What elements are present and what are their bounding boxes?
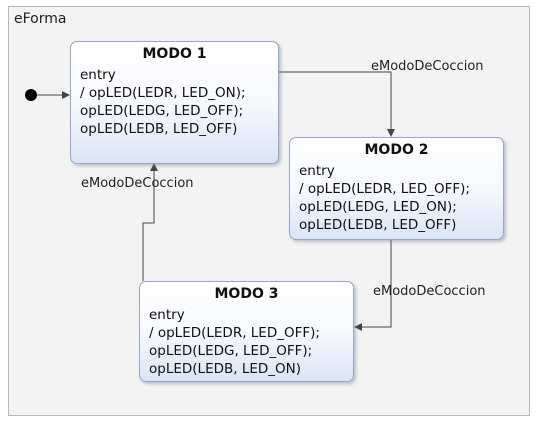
transition-modo3-to-modo1 — [142, 163, 158, 281]
entry-line: opLED(LEDG, LED_ON); — [299, 199, 457, 215]
state-modo-3[interactable]: MODO 3 entry / opLED(LEDR, LED_OFF); opL… — [139, 281, 354, 382]
entry-line: opLED(LEDB, LED_OFF) — [80, 121, 238, 137]
entry-line: opLED(LEDG, LED_OFF); — [149, 343, 313, 359]
initial-state-dot — [25, 89, 37, 101]
transition-label-modo3-modo1: eModoDeCoccion — [81, 176, 194, 191]
entry-line: entry — [80, 67, 116, 83]
entry-line: / opLED(LEDR, LED_OFF); — [299, 181, 470, 197]
state-title: MODO 2 — [364, 142, 429, 158]
transition-label-modo1-modo2: eModoDeCoccion — [371, 59, 484, 74]
entry-line: opLED(LEDB, LED_ON) — [149, 361, 302, 377]
state-entry-action: entry / opLED(LEDR, LED_ON); opLED(LEDG,… — [71, 66, 278, 138]
state-modo-1[interactable]: MODO 1 entry / opLED(LEDR, LED_ON); opLE… — [70, 41, 279, 164]
transition-modo1-to-modo2 — [279, 71, 395, 137]
state-modo-2[interactable]: MODO 2 entry / opLED(LEDR, LED_OFF); opL… — [289, 137, 504, 240]
transition-modo2-to-modo3 — [354, 240, 392, 331]
entry-line: / opLED(LEDR, LED_ON); — [80, 85, 246, 101]
state-title: MODO 3 — [214, 286, 279, 302]
state-title: MODO 1 — [142, 46, 207, 62]
state-entry-action: entry / opLED(LEDR, LED_OFF); opLED(LEDG… — [140, 306, 353, 378]
entry-line: opLED(LEDG, LED_OFF); — [80, 103, 244, 119]
entry-line: / opLED(LEDR, LED_OFF); — [149, 325, 320, 341]
frame-title: eForma — [14, 11, 67, 27]
state-entry-action: entry / opLED(LEDR, LED_OFF); opLED(LEDG… — [290, 162, 503, 234]
entry-line: entry — [299, 163, 335, 179]
entry-line: entry — [149, 307, 185, 323]
entry-line: opLED(LEDB, LED_OFF) — [299, 217, 457, 233]
transition-label-modo2-modo3: eModoDeCoccion — [373, 284, 486, 299]
